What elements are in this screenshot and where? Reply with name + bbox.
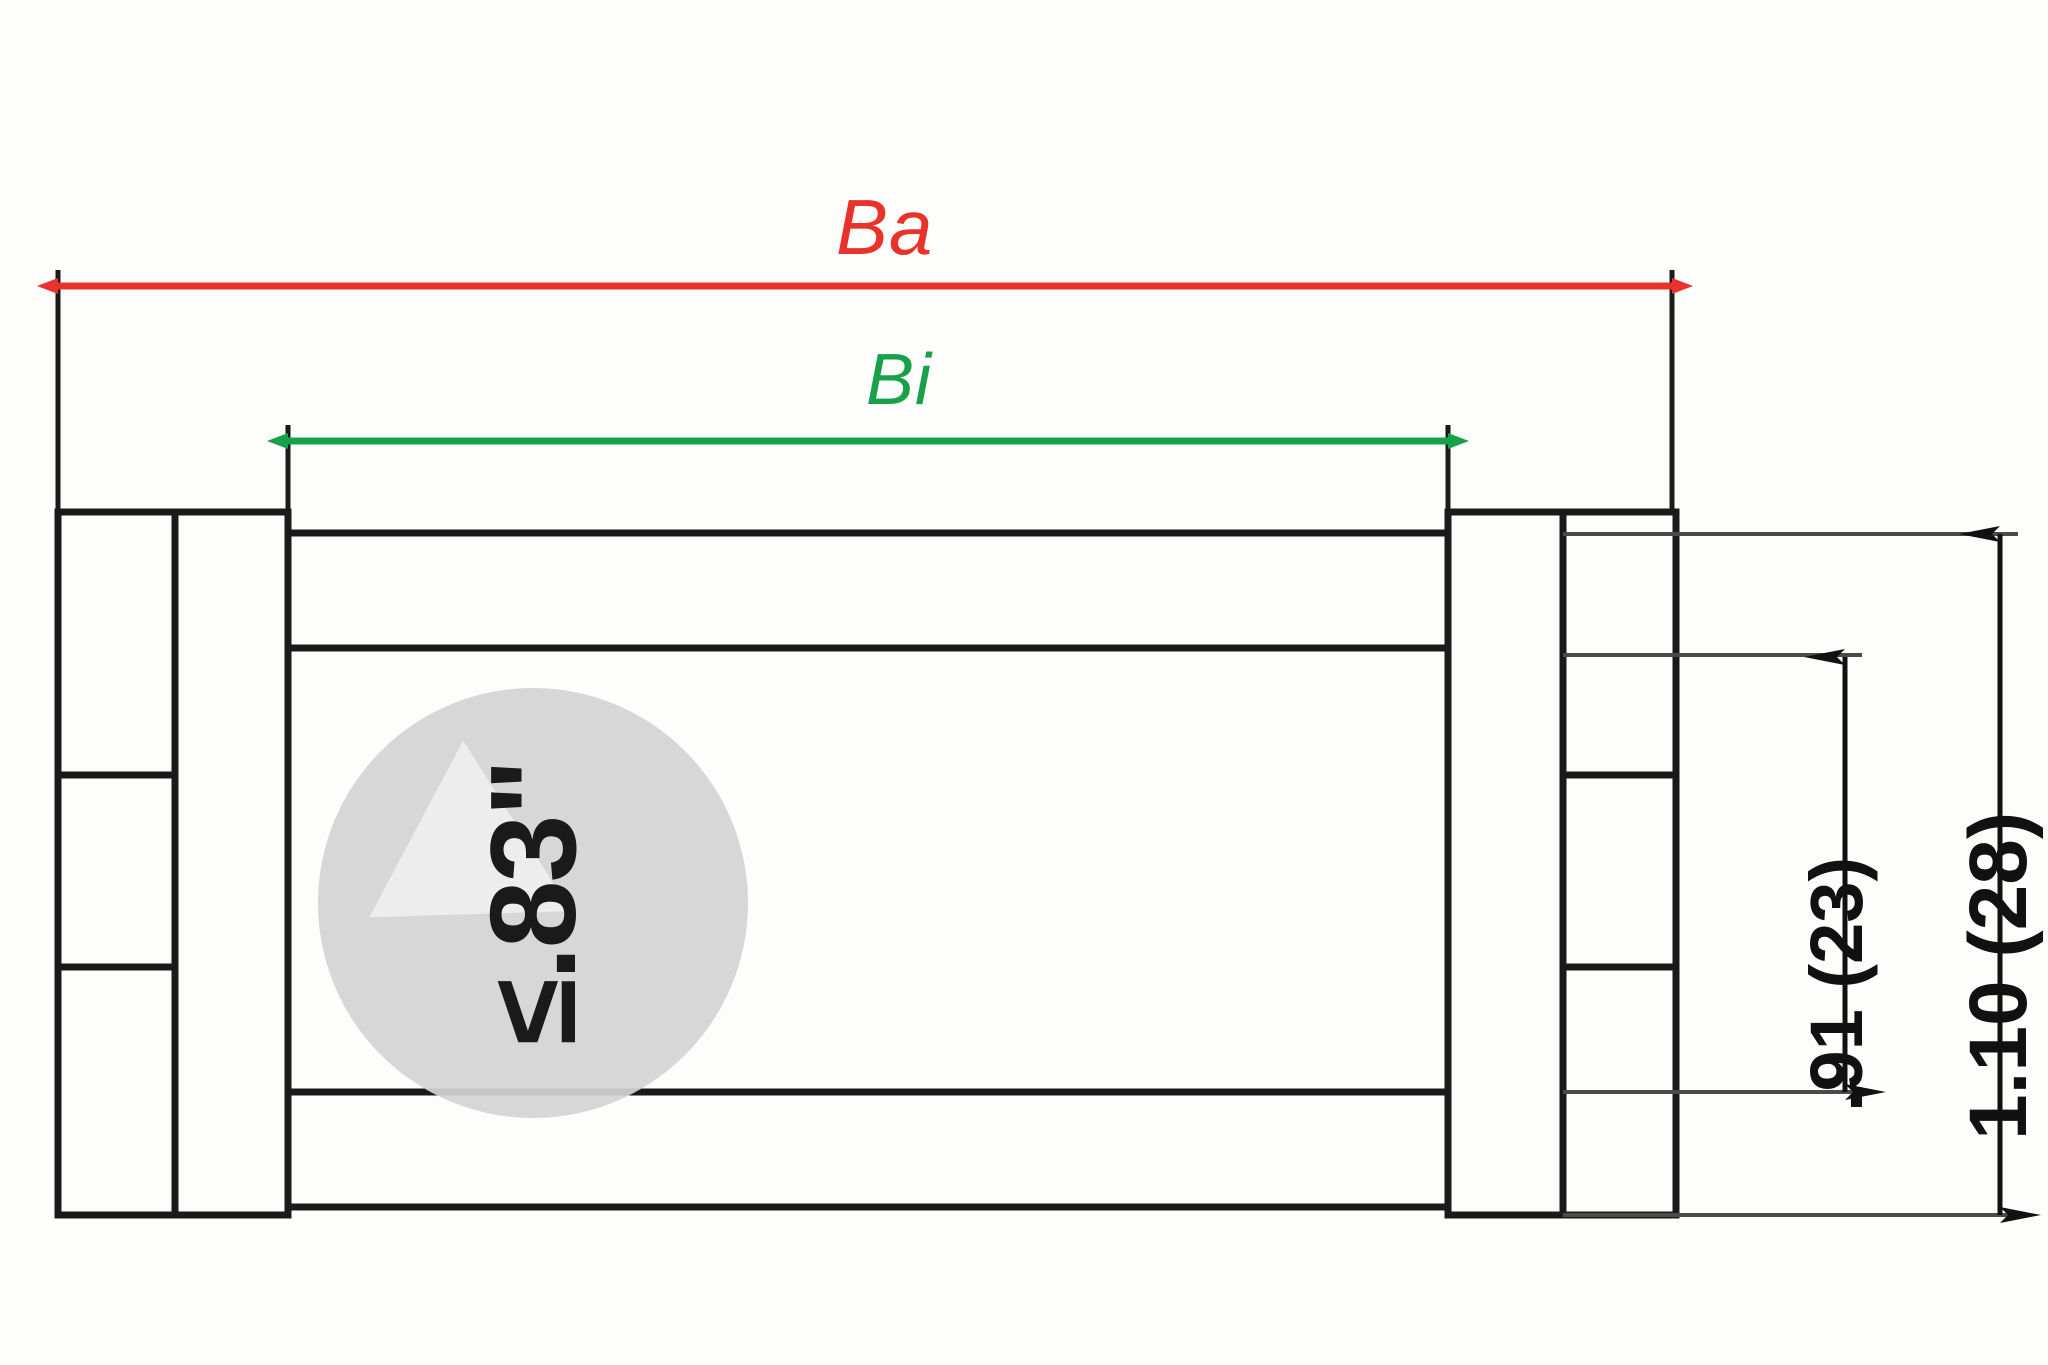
dimension-label-height-inner: .91 (23) bbox=[1795, 856, 1878, 1112]
dimension-label-height-outer: 1.10 (28) bbox=[1953, 811, 2044, 1140]
dimension-label-bi: Bi bbox=[866, 340, 933, 420]
part-outline bbox=[54, 508, 1680, 1219]
dimension-label-ba: Ba bbox=[836, 183, 934, 271]
extension-lines bbox=[55, 270, 1675, 512]
extension-lines-vertical bbox=[1563, 532, 2018, 1217]
